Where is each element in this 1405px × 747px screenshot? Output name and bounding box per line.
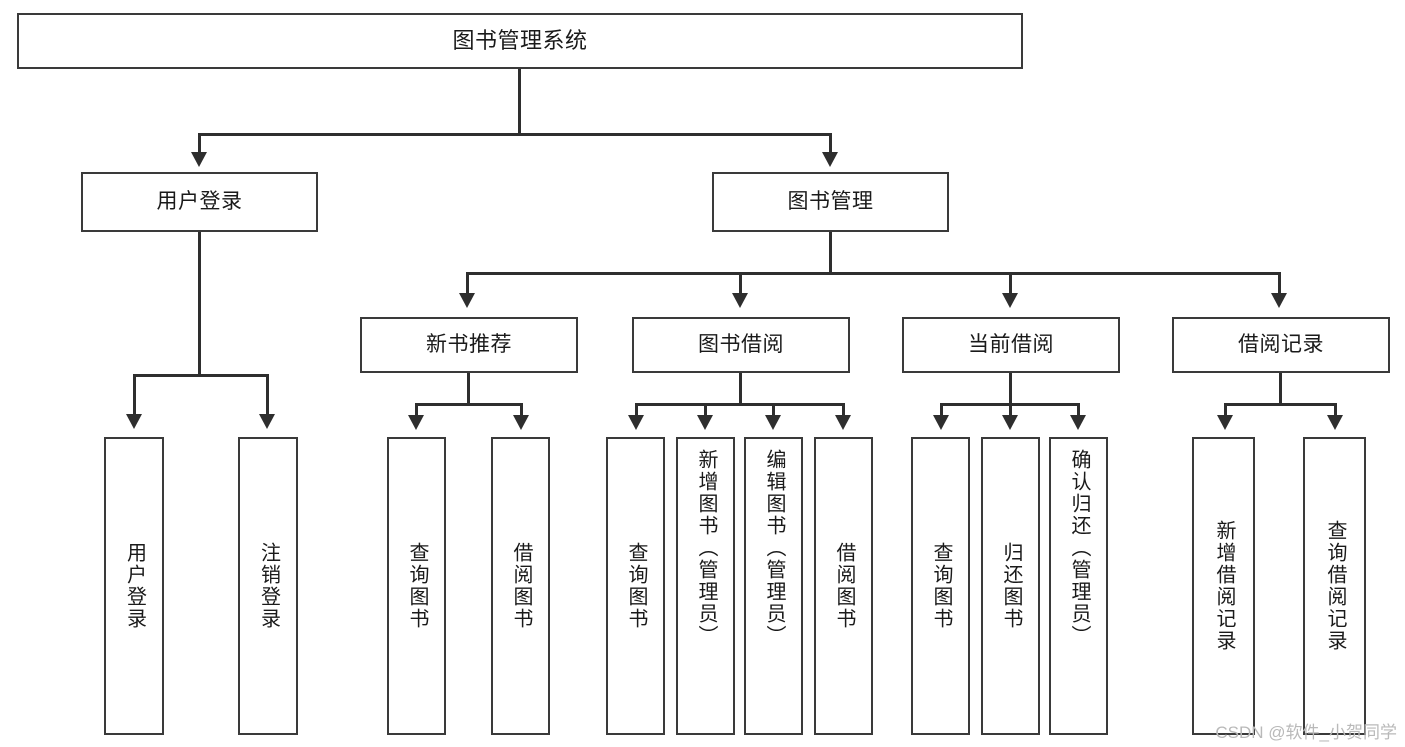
arrow-new-book-leaf-2	[513, 415, 529, 430]
connector-book-borrow-bus	[635, 403, 845, 406]
node-label: 编辑图书（管理员）	[763, 449, 785, 647]
connector-borrow-record-drop-1	[1224, 403, 1227, 419]
arrow-borrow-record-leaf-2	[1327, 415, 1343, 430]
connector-current-borrow-drop-2	[1009, 403, 1012, 419]
node-label: 用户登录	[123, 542, 146, 630]
connector-book-mgmt-drop-2	[739, 272, 742, 296]
arrow-root-to-book-mgmt	[822, 152, 838, 167]
arrow-book-mgmt-to-book-borrow	[732, 293, 748, 308]
leaf-new-book-query[interactable]: 查询图书	[387, 437, 446, 735]
arrow-book-borrow-leaf-4	[835, 415, 851, 430]
connector-book-borrow-drop-3	[772, 403, 775, 419]
arrow-book-mgmt-to-current-borrow	[1002, 293, 1018, 308]
arrow-user-login-leaf-2	[259, 414, 275, 429]
node-borrow-record[interactable]: 借阅记录	[1172, 317, 1390, 373]
connector-user-login-drop-2	[266, 374, 269, 416]
connector-book-mgmt-drop-3	[1009, 272, 1012, 296]
node-label: 确认归还（管理员）	[1068, 449, 1090, 647]
watermark-text: CSDN @软件_小贺同学	[1215, 723, 1397, 742]
arrow-book-mgmt-to-new-book	[459, 293, 475, 308]
leaf-borrow-record-add[interactable]: 新增借阅记录	[1192, 437, 1255, 735]
node-label: 新书推荐	[426, 332, 512, 356]
node-label: 借阅记录	[1238, 332, 1324, 356]
leaf-current-borrow-query[interactable]: 查询图书	[911, 437, 970, 735]
connector-new-book-drop-2	[520, 403, 523, 419]
leaf-book-borrow-edit[interactable]: 编辑图书（管理员）	[744, 437, 803, 735]
node-label: 注销登录	[257, 542, 280, 630]
node-label: 当前借阅	[968, 332, 1054, 356]
connector-current-borrow-drop-3	[1077, 403, 1080, 419]
connector-book-borrow-drop-2	[704, 403, 707, 419]
connector-user-login-drop-1	[133, 374, 136, 416]
connector-new-book-drop-1	[415, 403, 418, 419]
connector-root-bus	[198, 133, 832, 136]
node-user-login[interactable]: 用户登录	[81, 172, 318, 232]
node-label: 借阅图书	[510, 542, 532, 630]
arrow-user-login-leaf-1	[126, 414, 142, 429]
leaf-current-borrow-confirm[interactable]: 确认归还（管理员）	[1049, 437, 1108, 735]
connector-book-borrow-drop-1	[635, 403, 638, 419]
arrow-current-borrow-leaf-1	[933, 415, 949, 430]
arrow-book-borrow-leaf-2	[697, 415, 713, 430]
node-current-borrow[interactable]: 当前借阅	[902, 317, 1120, 373]
connector-book-borrow-drop-4	[842, 403, 845, 419]
node-root-system[interactable]: 图书管理系统	[17, 13, 1023, 69]
node-label: 图书管理	[787, 189, 874, 213]
node-label: 归还图书	[1000, 542, 1022, 630]
connector-book-mgmt-stem	[829, 232, 832, 272]
connector-new-book-bus	[415, 403, 523, 406]
node-label: 用户登录	[156, 189, 243, 213]
node-label: 新增图书（管理员）	[695, 449, 717, 647]
leaf-book-borrow-query[interactable]: 查询图书	[606, 437, 665, 735]
arrow-book-borrow-leaf-1	[628, 415, 644, 430]
arrow-current-borrow-leaf-2	[1002, 415, 1018, 430]
arrow-book-mgmt-to-borrow-record	[1271, 293, 1287, 308]
node-label: 查询图书	[406, 542, 428, 630]
node-label: 借阅图书	[833, 542, 855, 630]
arrow-book-borrow-leaf-3	[765, 415, 781, 430]
leaf-user-login-logout[interactable]: 注销登录	[238, 437, 298, 735]
connector-root-stem	[518, 69, 521, 133]
node-label: 图书借阅	[698, 332, 784, 356]
arrow-new-book-leaf-1	[408, 415, 424, 430]
connector-book-mgmt-bus	[466, 272, 1281, 275]
connector-user-login-stem	[198, 232, 201, 374]
connector-borrow-record-drop-2	[1334, 403, 1337, 419]
connector-book-borrow-stem	[739, 373, 742, 403]
connector-user-login-bus	[133, 374, 268, 377]
arrow-borrow-record-leaf-1	[1217, 415, 1233, 430]
connector-new-book-stem	[467, 373, 470, 403]
leaf-book-borrow-borrow[interactable]: 借阅图书	[814, 437, 873, 735]
node-label: 图书管理系统	[452, 28, 588, 54]
node-book-borrow[interactable]: 图书借阅	[632, 317, 850, 373]
arrow-root-to-user-login	[191, 152, 207, 167]
connector-current-borrow-drop-1	[940, 403, 943, 419]
leaf-book-borrow-add[interactable]: 新增图书（管理员）	[676, 437, 735, 735]
leaf-new-book-borrow[interactable]: 借阅图书	[491, 437, 550, 735]
node-label: 新增借阅记录	[1213, 520, 1235, 652]
node-new-book-recommend[interactable]: 新书推荐	[360, 317, 578, 373]
connector-root-to-user-login	[198, 133, 201, 155]
connector-root-to-book-mgmt	[829, 133, 832, 155]
connector-borrow-record-bus	[1224, 403, 1337, 406]
connector-current-borrow-stem	[1009, 373, 1012, 403]
node-label: 查询图书	[625, 542, 647, 630]
connector-book-mgmt-drop-4	[1278, 272, 1281, 296]
node-label: 查询图书	[930, 542, 952, 630]
node-label: 查询借阅记录	[1324, 520, 1346, 652]
leaf-user-login-login[interactable]: 用户登录	[104, 437, 164, 735]
leaf-current-borrow-return[interactable]: 归还图书	[981, 437, 1040, 735]
leaf-borrow-record-query[interactable]: 查询借阅记录	[1303, 437, 1366, 735]
connector-book-mgmt-drop-1	[466, 272, 469, 296]
arrow-current-borrow-leaf-3	[1070, 415, 1086, 430]
connector-borrow-record-stem	[1279, 373, 1282, 403]
node-book-management[interactable]: 图书管理	[712, 172, 949, 232]
